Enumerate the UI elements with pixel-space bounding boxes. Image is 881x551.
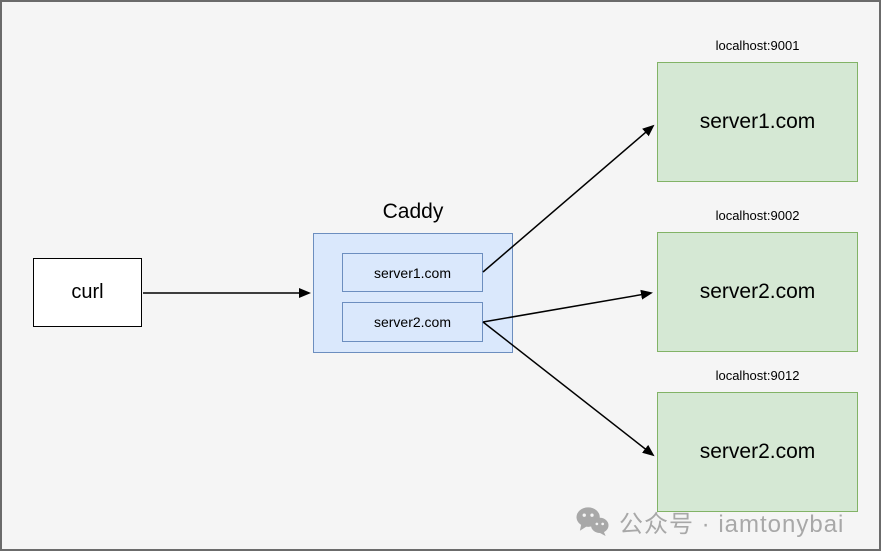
proxy-route-label: server1.com [373,264,452,281]
proxy-title: Caddy [382,200,444,223]
backend-node-2: server2.com [657,232,858,352]
backend-label: server1.com [699,110,816,133]
backend-node-1: server1.com [657,62,858,182]
backend-label: server2.com [699,440,816,463]
backend-address-1: localhost:9001 [715,38,800,53]
backend-label: server2.com [699,280,816,303]
client-node: curl [33,258,142,327]
backend-address-2: localhost:9002 [715,208,800,223]
proxy-route-server1: server1.com [342,253,483,292]
proxy-route-label: server2.com [373,314,452,330]
wechat-icon [576,507,609,537]
proxy-route-server2: server2.com [342,302,483,342]
client-label: curl [71,281,104,303]
backend-address-3: localhost:9012 [715,368,800,383]
watermark: 公众号 · iamtonybai [576,504,844,539]
watermark-text: 公众号 · iamtonybai [619,511,845,538]
backend-node-3: server2.com [657,392,858,512]
